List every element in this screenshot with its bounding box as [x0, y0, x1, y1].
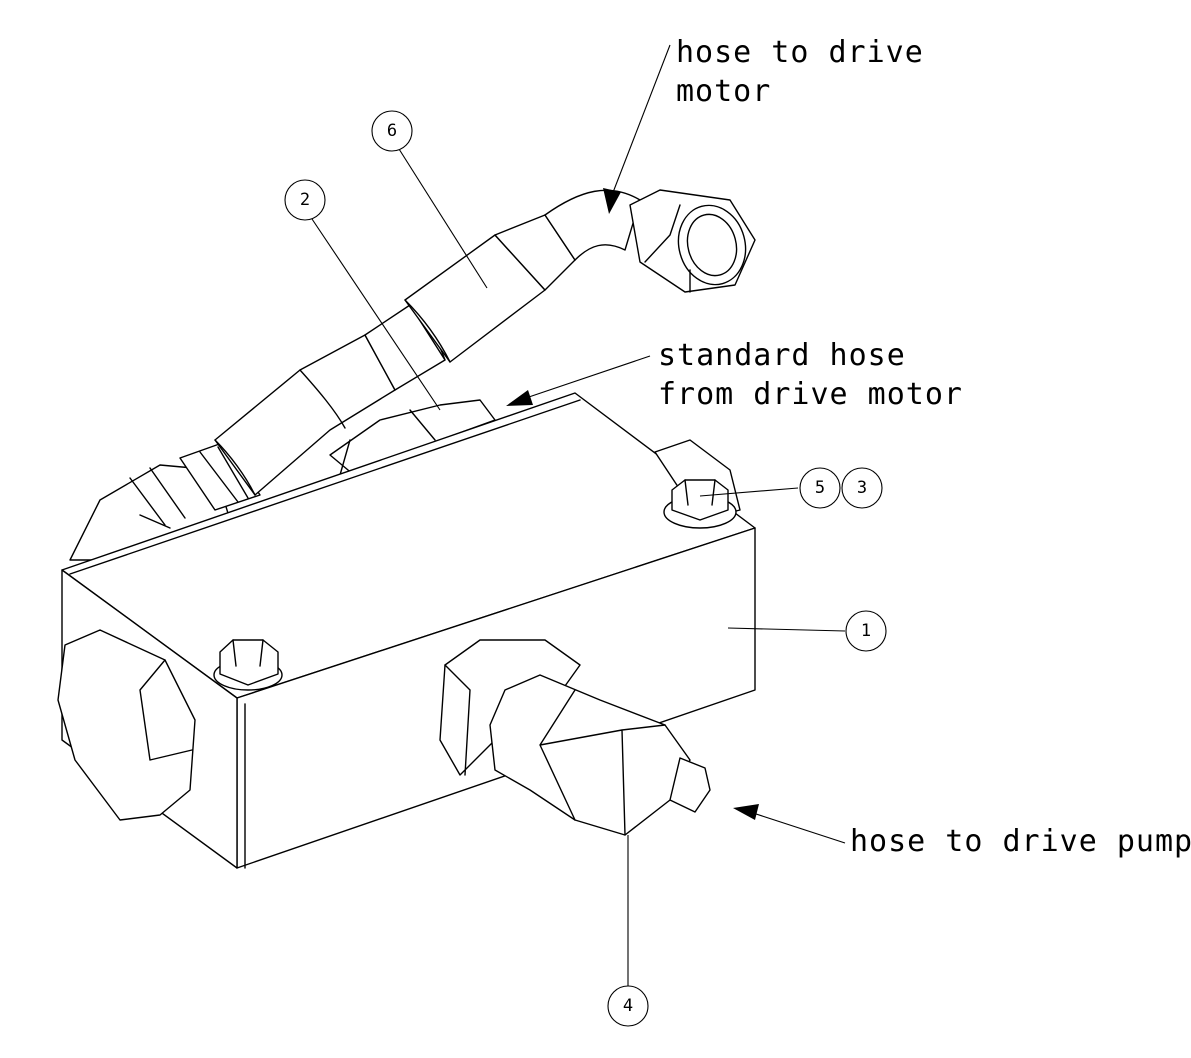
- callout-5-label: 5: [815, 478, 825, 498]
- note-hose-to-drive-pump: hose to drive pump: [850, 824, 1191, 859]
- note-hose-to-drive-pump-line1: hose to drive pump: [850, 824, 1191, 859]
- note-hose-to-drive-motor-line1: hose to drive: [676, 35, 924, 70]
- leader-6: [398, 148, 488, 289]
- end-plug: [57, 629, 196, 821]
- note-standard-hose: standard hose from drive motor: [658, 338, 963, 412]
- callout-2-label: 2: [300, 190, 310, 210]
- note-hose-to-drive-motor: hose to drive motor: [676, 35, 924, 109]
- callout-1: 1: [845, 610, 887, 652]
- callout-2: 2: [284, 179, 326, 221]
- leader-5-3: [699, 487, 799, 497]
- arrow-hose-to-drive-pump: [749, 811, 846, 844]
- callout-6: 6: [371, 110, 413, 152]
- arrow-standard-hose: [519, 355, 651, 401]
- bolt-front: [213, 639, 283, 691]
- leader-lines: [311, 44, 846, 987]
- note-hose-to-drive-motor-line2: motor: [676, 74, 771, 109]
- hose-assembly: [69, 189, 756, 561]
- callout-4-label: 4: [623, 996, 633, 1016]
- callout-4: 4: [607, 985, 649, 1027]
- bolt-rear: [663, 479, 737, 529]
- leader-2: [311, 218, 441, 411]
- callout-6-label: 6: [387, 121, 397, 141]
- callout-1-label: 1: [861, 621, 871, 641]
- note-standard-hose-line2: from drive motor: [658, 377, 963, 412]
- elbow-fitting: [439, 639, 711, 836]
- arrow-hose-to-drive-motor: [611, 44, 671, 196]
- callout-3: 3: [841, 467, 883, 509]
- callout-3-label: 3: [857, 478, 867, 498]
- note-standard-hose-line1: standard hose: [658, 338, 906, 373]
- leader-1: [727, 627, 846, 632]
- callout-5: 5: [799, 467, 841, 509]
